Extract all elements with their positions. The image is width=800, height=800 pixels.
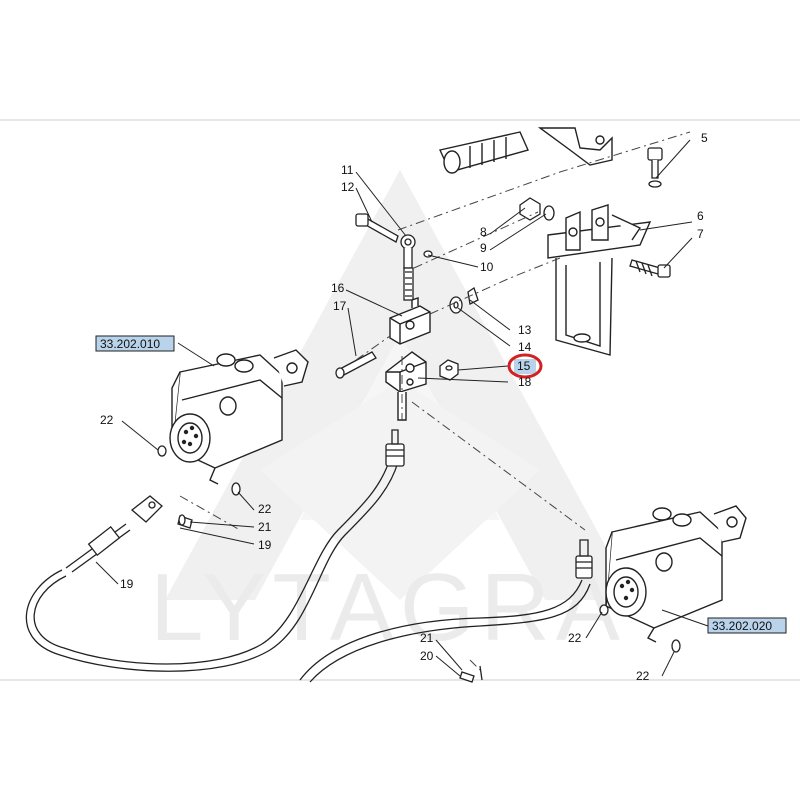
leader-lines [95,139,709,677]
callout-22-right: 22 [568,631,582,645]
callout-9: 9 [480,241,487,255]
control-valve-right [605,505,747,643]
control-cable-right [299,539,593,683]
mounting-bracket [547,204,652,356]
callout-16: 16 [331,281,345,295]
callout-17: 17 [333,299,347,313]
pin-21-left [177,514,193,529]
callout-22-mid: 22 [258,502,272,516]
reference-label-right: 33.202.020 [712,619,772,633]
control-cable-19 [25,429,405,672]
nut-15 [439,359,459,381]
rod-end-left [130,495,163,523]
callout-18: 18 [518,375,532,389]
callout-7: 7 [697,227,704,241]
callout-12: 12 [341,180,355,194]
watermark-logo: LYTAGRA [150,170,635,661]
bolt-5 [647,147,663,188]
watermark-text: LYTAGRA [150,554,626,661]
callout-21-bottom: 21 [420,631,434,645]
callout-13: 13 [518,323,532,337]
pin-20 [459,665,483,683]
callout-8: 8 [480,225,487,239]
linkage-rod-assembly [355,213,433,301]
screw-7 [629,259,671,278]
callout-10: 10 [480,260,494,274]
callout-14: 14 [518,340,532,354]
highlighted-callout-15[interactable] [507,353,543,379]
nut-8 [519,197,555,221]
assembly-centerlines [179,131,691,671]
callout-11: 11 [341,163,354,177]
callout-22-bottom: 22 [636,669,650,683]
callout-20: 20 [420,649,434,663]
callout-6: 6 [697,209,704,223]
callout-19-lower: 19 [120,577,134,591]
callout-15: 15 [517,359,531,373]
reference-box-right[interactable]: 33.202.020 [707,617,787,634]
fitting-22-right [599,604,681,653]
control-lever-top [439,127,613,174]
callout-5: 5 [701,131,708,145]
callout-numbers: 5 6 7 8 9 10 11 12 13 14 15 16 17 18 19 … [100,131,708,683]
control-valve-left [169,349,309,485]
highlight-ring [507,353,543,379]
pin-17 [335,351,377,379]
callout-22-left: 22 [100,413,114,427]
callout-21-left: 21 [258,520,272,534]
reference-box-left[interactable]: 33.202.010 [95,335,175,352]
callout-19-upper: 19 [258,538,272,552]
reference-label-left: 33.202.010 [100,337,160,351]
lever-plate-18 [385,351,427,421]
